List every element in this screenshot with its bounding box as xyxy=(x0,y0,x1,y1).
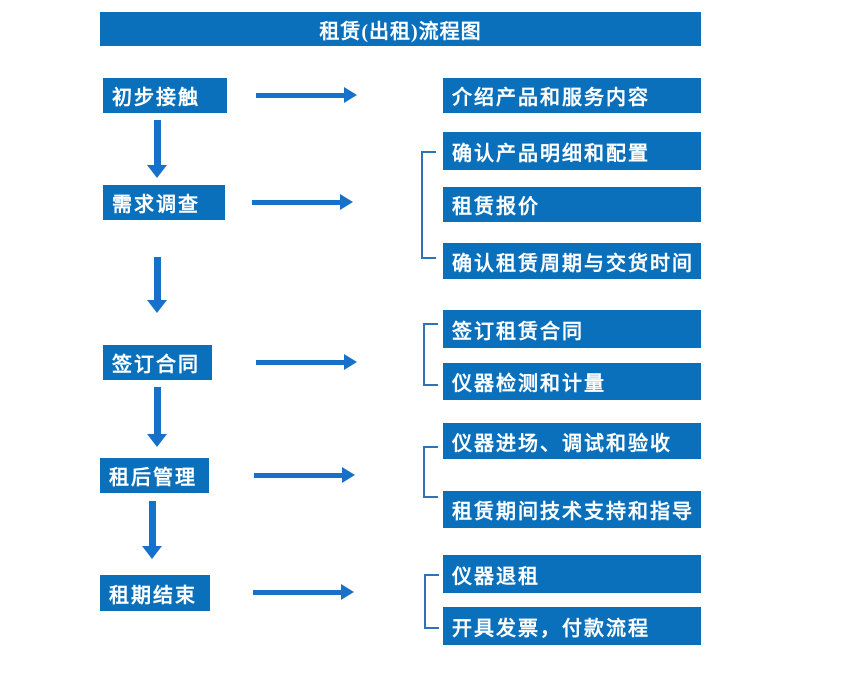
down-arrow-icon xyxy=(147,120,167,178)
right-arrow-icon xyxy=(252,194,353,210)
group-bracket-icon xyxy=(423,323,438,386)
group-bracket-icon xyxy=(424,574,439,629)
group-bracket-icon xyxy=(423,446,438,498)
down-arrow-icon xyxy=(147,257,167,313)
detail-box-instrument-setup-debug-acceptance: 仪器进场、调试和验收 xyxy=(443,423,701,459)
detail-box-confirm-product-details-config: 确认产品明细和配置 xyxy=(443,132,701,170)
detail-box-introduce-products-services: 介绍产品和服务内容 xyxy=(443,78,701,113)
down-arrow-head xyxy=(147,165,167,178)
down-arrow-shaft xyxy=(148,501,156,546)
flowchart-title: 租赁(出租)流程图 xyxy=(100,12,701,46)
detail-box-invoice-payment-process: 开具发票，付款流程 xyxy=(443,607,701,645)
right-arrow-icon xyxy=(253,584,354,600)
right-arrow-icon xyxy=(256,87,357,103)
step-box-post-rental-management: 租后管理 xyxy=(100,458,209,493)
down-arrow-head xyxy=(142,546,162,559)
detail-box-technical-support-guidance: 租赁期间技术支持和指导 xyxy=(443,491,701,528)
down-arrow-head xyxy=(147,300,167,313)
down-arrow-icon xyxy=(147,387,167,447)
right-arrow-icon xyxy=(256,354,357,370)
right-arrow-head xyxy=(344,87,357,103)
step-box-initial-contact: 初步接触 xyxy=(103,78,227,113)
right-arrow-head xyxy=(341,584,354,600)
right-arrow-icon xyxy=(254,467,355,483)
right-arrow-shaft xyxy=(253,589,341,595)
right-arrow-shaft xyxy=(256,92,344,98)
step-box-sign-contract: 签订合同 xyxy=(103,345,212,380)
down-arrow-icon xyxy=(142,501,162,559)
down-arrow-head xyxy=(147,434,167,447)
right-arrow-shaft xyxy=(252,199,340,205)
right-arrow-shaft xyxy=(254,472,342,478)
down-arrow-shaft xyxy=(153,387,161,434)
right-arrow-head xyxy=(344,354,357,370)
detail-box-instrument-return: 仪器退租 xyxy=(443,555,701,593)
detail-box-sign-rental-contract: 签订租赁合同 xyxy=(443,310,701,348)
right-arrow-head xyxy=(342,467,355,483)
right-arrow-head xyxy=(340,194,353,210)
detail-box-instrument-inspection-metering: 仪器检测和计量 xyxy=(443,363,701,400)
group-bracket-icon xyxy=(421,151,436,259)
step-box-demand-survey: 需求调查 xyxy=(103,185,225,220)
detail-box-rental-quotation: 租赁报价 xyxy=(443,187,701,222)
down-arrow-shaft xyxy=(153,120,161,165)
right-arrow-shaft xyxy=(256,359,344,365)
detail-box-confirm-rental-period-delivery: 确认租赁周期与交货时间 xyxy=(443,243,701,279)
down-arrow-shaft xyxy=(153,257,161,300)
step-box-lease-end: 租期结束 xyxy=(100,575,210,611)
